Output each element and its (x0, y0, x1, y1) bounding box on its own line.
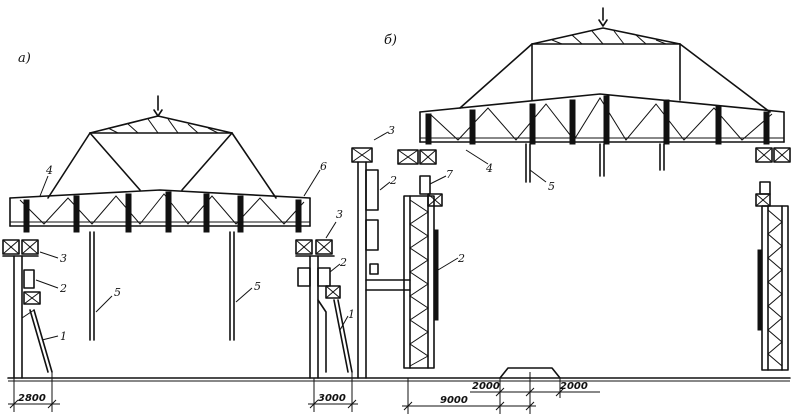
dim-2000-right: 2000 (560, 381, 588, 392)
dim-2000-left: 2000 (472, 381, 500, 392)
callout-a-5-left: 5 (114, 286, 121, 299)
temporary-posts-a (89, 231, 235, 341)
dimensions-a: 2800 3000 (8, 372, 358, 412)
dimensions-b: 2000 2000 9000 (402, 372, 600, 414)
callout-b-3: 3 (388, 124, 395, 137)
callout-a-6: 6 (320, 160, 327, 173)
left-column-a (2, 239, 53, 379)
callout-b-5: 5 (548, 180, 555, 193)
roof-block-a (9, 189, 311, 233)
callouts-b: 3 2 2 4 5 7 (373, 124, 555, 271)
dim-9000: 9000 (440, 395, 468, 406)
footing-plate-b (499, 367, 561, 379)
callout-a-3-left: 3 (60, 252, 67, 265)
lifting-truss-b (459, 27, 771, 113)
dim-3000: 3000 (318, 393, 346, 404)
callout-b-2-top: 2 (389, 174, 397, 187)
callout-a-1-right: 1 (348, 308, 355, 321)
callout-a-2-right: 2 (339, 256, 347, 269)
lattice-column-right-b (755, 147, 791, 371)
panel-a-letter: а) (18, 51, 31, 66)
dim-2800: 2800 (18, 393, 46, 404)
lattice-column-left-b (397, 149, 443, 369)
mast-left-b (351, 147, 411, 379)
callouts-a: 4 6 3 2 1 5 5 3 2 1 (35, 160, 355, 343)
panel-a: а) (2, 51, 358, 412)
callout-b-2-mid: 2 (457, 252, 465, 265)
temporary-posts-b (525, 143, 665, 183)
callout-a-2-left: 2 (59, 282, 67, 295)
panel-b-letter: б) (384, 33, 397, 48)
callout-a-1-left: 1 (60, 330, 67, 343)
ground-line (7, 377, 791, 382)
lifting-truss-a (47, 115, 277, 199)
roof-block-b (419, 93, 785, 145)
callout-a-5-right: 5 (254, 280, 261, 293)
panel-b: б) (351, 7, 791, 414)
callout-a-3-right: 3 (336, 208, 343, 221)
crane-hook-a (153, 95, 163, 117)
callout-b-4: 4 (485, 162, 493, 175)
callout-b-7: 7 (446, 168, 453, 181)
right-column-a (295, 239, 353, 379)
crane-hook-b (598, 7, 608, 27)
callout-a-4: 4 (45, 164, 53, 177)
